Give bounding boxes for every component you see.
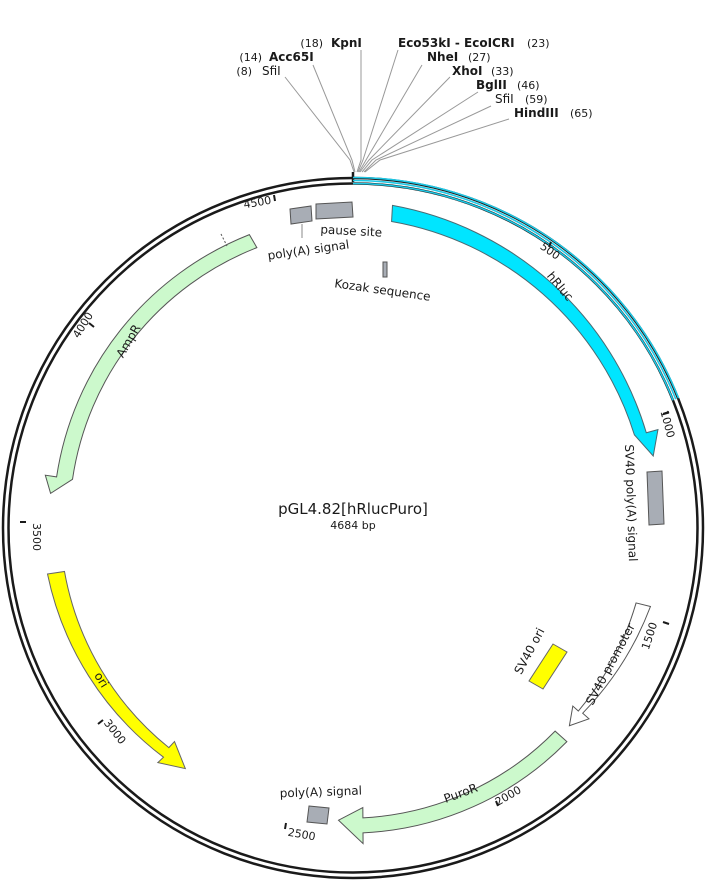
site-pos-eco53ki: (23) [527, 37, 550, 50]
pause-site-label: pause site [320, 222, 382, 239]
sv40-ori-box [528, 643, 568, 690]
puror-arrow [337, 730, 568, 845]
selected-region-inner [352, 182, 674, 401]
kozak-label: Kozak sequence [334, 276, 432, 303]
polya-bottom-label: poly(A) signal [280, 784, 363, 801]
leader-acc65i [312, 64, 356, 173]
site-name-eco53ki: Eco53kI - EcoICRI [398, 36, 515, 50]
site-pos-sfii-59: (59) [525, 93, 548, 106]
site-name-sfii-8: SfiI [262, 64, 281, 78]
tick-500 [548, 241, 552, 248]
leader-hindiii [364, 118, 510, 173]
sv40-polya-box [646, 470, 665, 526]
site-name-sfii-59: SfiI [495, 92, 514, 106]
tick-3000 [97, 719, 104, 725]
leader-kpni [356, 50, 362, 173]
feature-puror: PuroR [337, 730, 568, 845]
plasmid-title: pGL4.82[hRlucPuro] [278, 500, 428, 518]
selected-region-mid [352, 179, 677, 400]
leader-eco53ki [357, 49, 399, 173]
polya-bottom-box [306, 805, 330, 825]
tick-1500 [662, 621, 670, 625]
tick-4000 [88, 322, 95, 328]
feature-hRluc: hRluc [391, 204, 659, 458]
leader-nhei [358, 64, 423, 173]
site-name-xhoi: XhoI [452, 64, 483, 78]
plasmid-title-block: pGL4.82[hRlucPuro] 4684 bp [278, 500, 428, 532]
tick-label-1000: 1000 [657, 409, 677, 439]
feature-polya-bottom: poly(A) signal [280, 784, 363, 825]
pause-site-box [315, 201, 354, 220]
tick-label-4500: 4500 [242, 194, 272, 212]
ampr-arrow [44, 233, 258, 495]
feature-kozak: Kozak sequence [334, 261, 432, 304]
polya-top-label: poly(A) signal [267, 237, 350, 262]
feature-sv40-polya: SV40 poly(A) signal [622, 444, 665, 562]
site-pos-kpni: (18) [300, 37, 323, 50]
kozak-box [382, 261, 388, 278]
leader-sfii-59 [363, 105, 492, 173]
site-pos-hindiii: (65) [570, 107, 593, 120]
sv40-polya-label: SV40 poly(A) signal [622, 444, 640, 562]
site-name-hindiii: HindIII [514, 106, 559, 120]
polya-top-box [289, 205, 313, 225]
sv40-promoter-arrow [568, 602, 652, 727]
feature-ampr: AmpR [44, 233, 258, 495]
site-pos-sfii-8: (8) [236, 65, 252, 78]
site-pos-acc65i: (14) [239, 51, 262, 64]
selected-region-outer [352, 176, 680, 399]
feature-sv40-promoter: SV40 promoter [568, 602, 652, 727]
hRluc-arrow [391, 204, 659, 458]
leader-sfii-8 [284, 76, 355, 173]
site-name-acc65i: Acc65I [269, 50, 314, 64]
site-labels: (18) KpnI (14) Acc65I (8) SfiI Eco53kI -… [236, 36, 592, 120]
site-name-bglii: BglII [476, 78, 507, 92]
tick-2500 [284, 822, 287, 830]
ori-arrow [46, 570, 187, 770]
tick-4500 [273, 194, 276, 202]
feature-pause-site: pause site [315, 201, 382, 240]
ampr-segment-divider [220, 233, 228, 247]
plasmid-length: 4684 bp [330, 519, 375, 532]
site-pos-nhei: (27) [468, 51, 491, 64]
tick-2000 [495, 800, 499, 807]
site-pos-bglii: (46) [517, 79, 540, 92]
tick-label-2500: 2500 [287, 826, 317, 844]
feature-ori: ori [46, 570, 187, 770]
leader-bglii [361, 91, 479, 173]
feature-sv40-ori: SV40 ori [511, 626, 568, 690]
site-name-kpni: KpnI [331, 36, 362, 50]
site-name-nhei: NheI [427, 50, 458, 64]
selected-region [352, 176, 680, 401]
tick-label-3500: 3500 [30, 523, 43, 551]
tick-1000 [662, 411, 670, 415]
site-pos-xhoi: (33) [491, 65, 514, 78]
leader-xhoi [359, 76, 451, 173]
site-leaders [284, 49, 510, 173]
sv40-promoter-label: SV40 promoter [583, 621, 638, 708]
